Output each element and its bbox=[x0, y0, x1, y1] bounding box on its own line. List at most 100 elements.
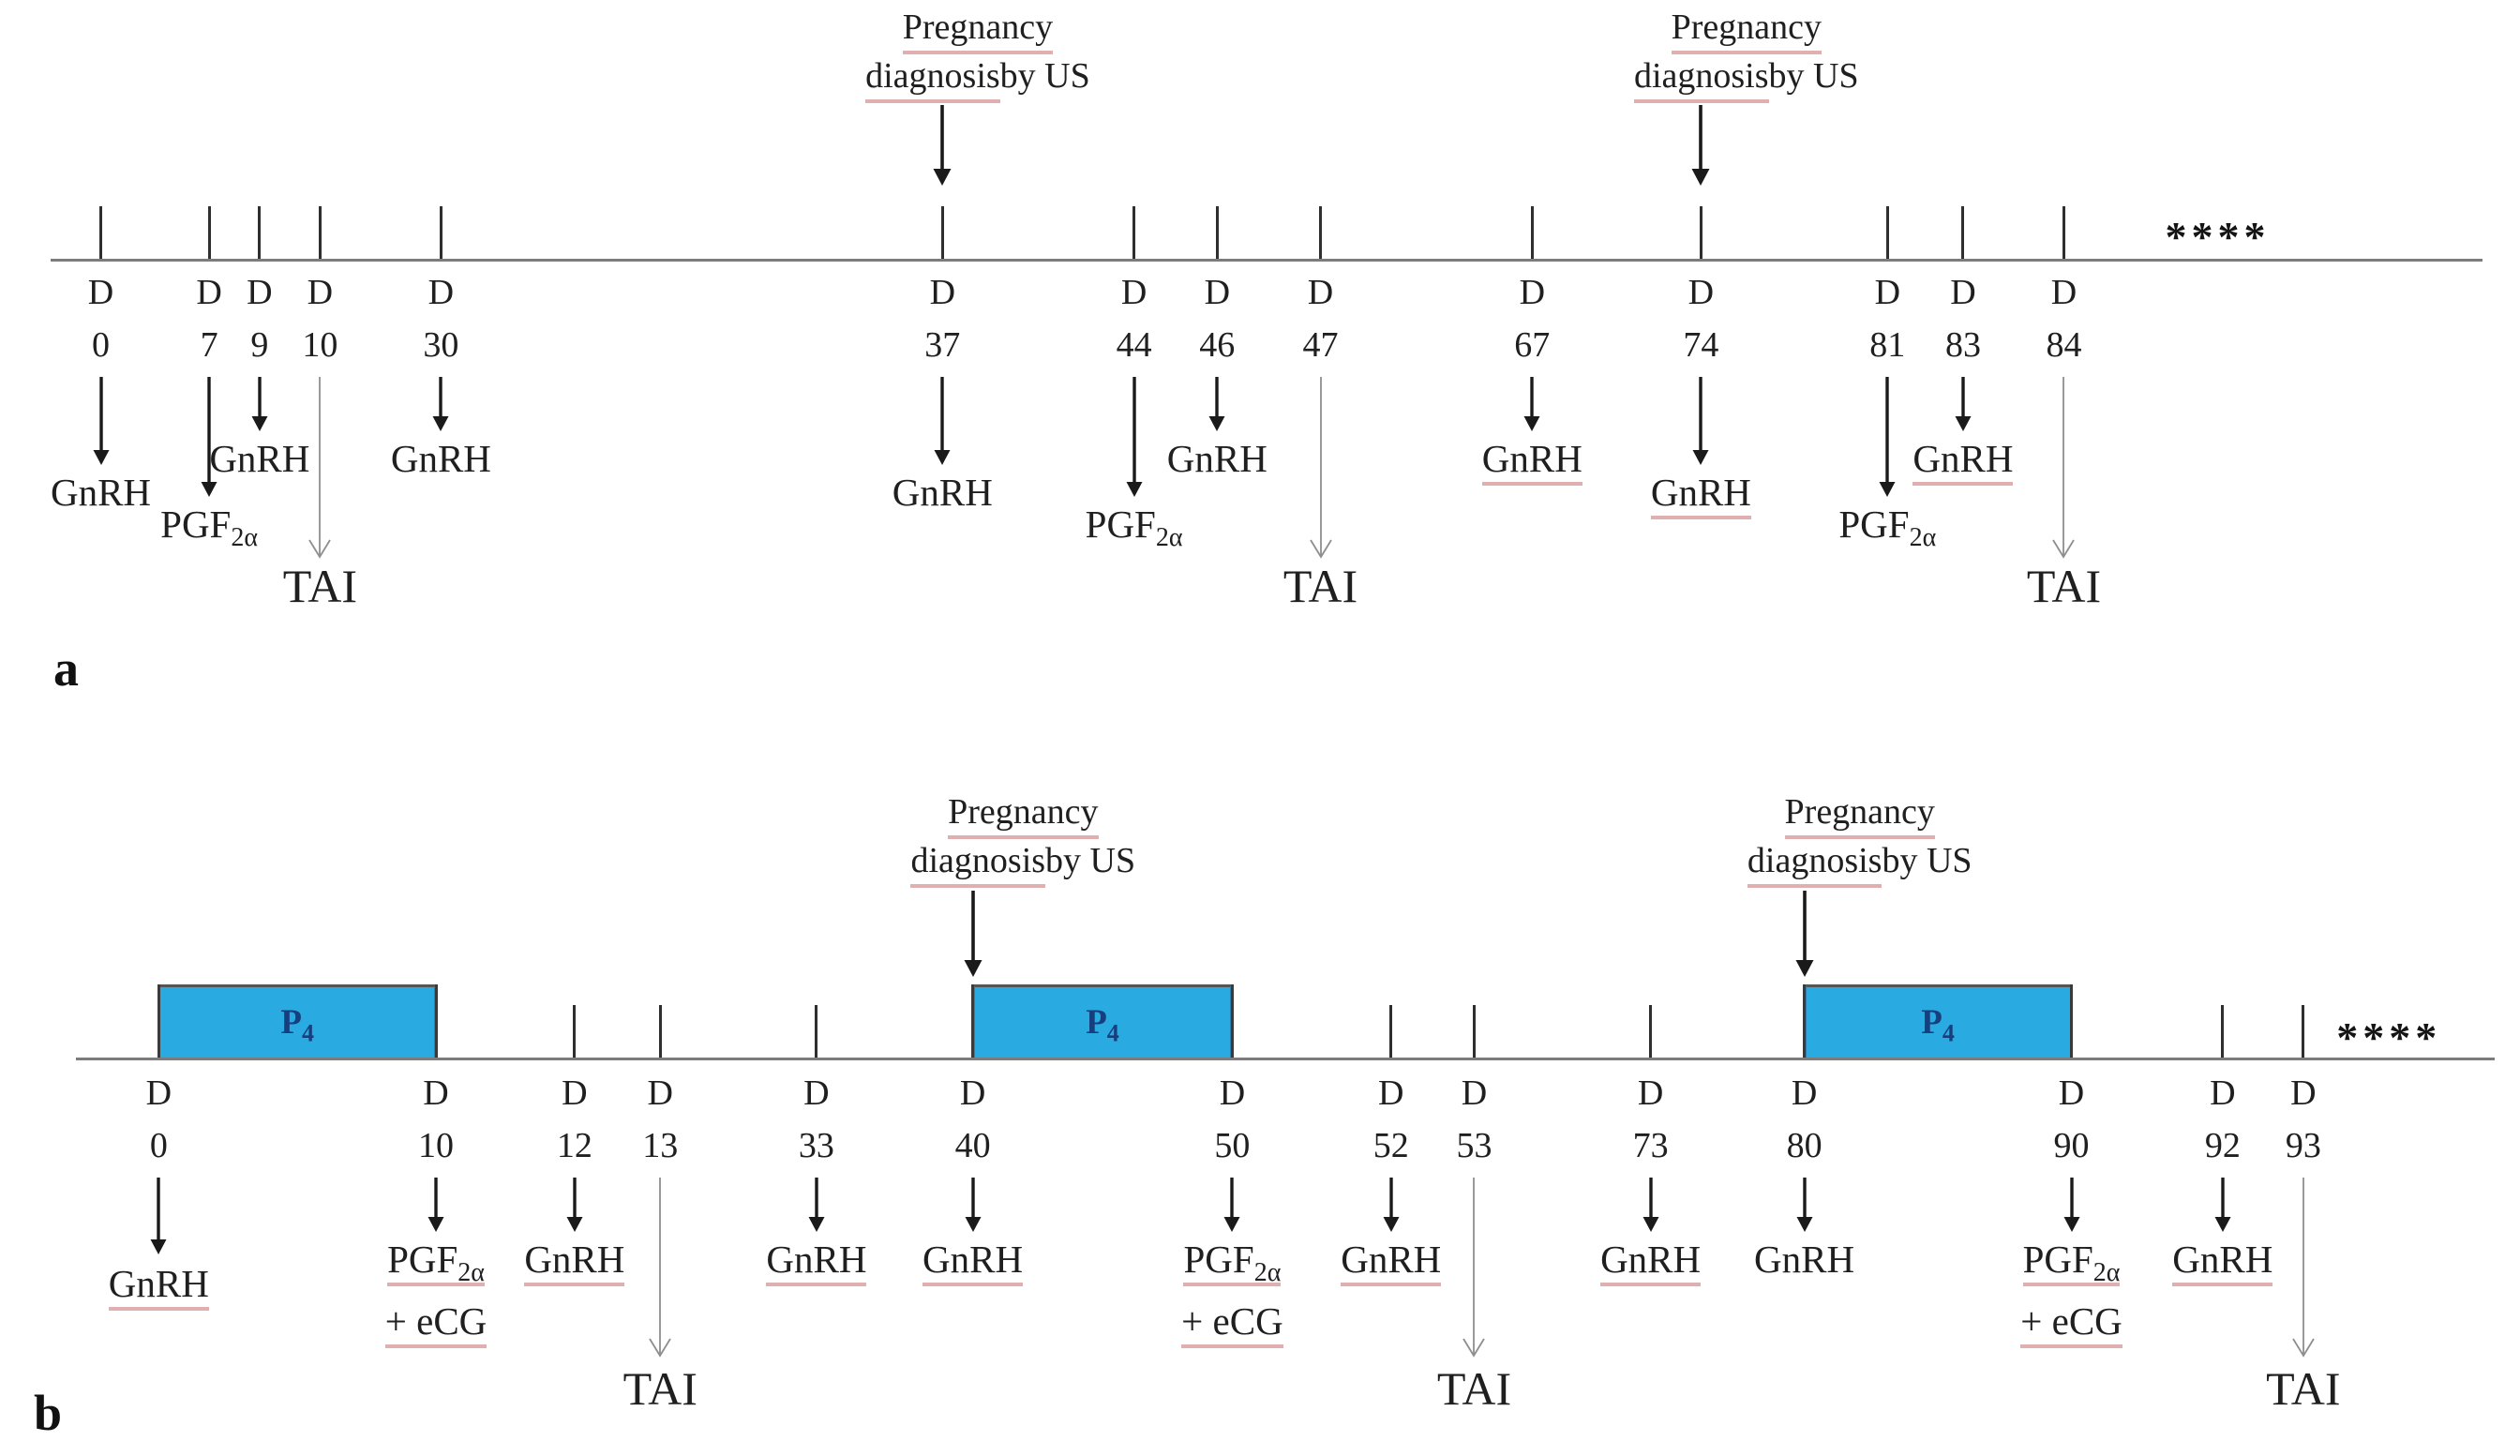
tick-day-7 bbox=[207, 206, 211, 259]
arrow-pgf-d90 bbox=[2060, 1178, 2084, 1237]
day-number-67: 67 bbox=[1514, 325, 1551, 365]
treatment-gnrh-d80: GnRH bbox=[1754, 1238, 1855, 1281]
day-number-47: 47 bbox=[1302, 325, 1339, 365]
day-letter-d0: D bbox=[145, 1073, 172, 1113]
tick-day-84 bbox=[2062, 206, 2065, 259]
tick-day-74 bbox=[1699, 206, 1702, 259]
day-letter-d81: D bbox=[1874, 273, 1901, 312]
day-letter-d47: D bbox=[1307, 273, 1334, 312]
day-letter-d90: D bbox=[2058, 1073, 2085, 1113]
day-number-10: 10 bbox=[302, 325, 338, 365]
treatment-gnrh-d33: GnRH bbox=[648, 1238, 985, 1286]
arrow-tai-d84 bbox=[2049, 377, 2078, 563]
day-number-52: 52 bbox=[1372, 1126, 1409, 1165]
tick-day-53 bbox=[1472, 1005, 1476, 1058]
panel-a-label: a bbox=[53, 640, 79, 697]
treatment-pgf-d81: PGF2α bbox=[1838, 503, 1937, 553]
day-letter-d80: D bbox=[1791, 1073, 1818, 1113]
arrow-gnrh-d33 bbox=[804, 1178, 829, 1237]
day-letter-d10: D bbox=[307, 273, 334, 312]
day-number-80: 80 bbox=[1786, 1126, 1822, 1165]
treatment-pgf-d44: PGF2α bbox=[1085, 503, 1183, 553]
day-number-30: 30 bbox=[423, 325, 459, 365]
day-letter-d93: D bbox=[2290, 1073, 2317, 1113]
treatment-tai-d53: TAI bbox=[1436, 1362, 1512, 1415]
day-letter-d13: D bbox=[647, 1073, 673, 1113]
day-number-83: 83 bbox=[1944, 325, 1981, 365]
arrow-tai-d10 bbox=[306, 377, 334, 563]
p4-bar-edge-tick bbox=[157, 984, 160, 1058]
tick-day-92 bbox=[2221, 1005, 2225, 1058]
day-number-90: 90 bbox=[2053, 1126, 2090, 1165]
treatment-tai-d13: TAI bbox=[622, 1362, 698, 1415]
day-number-9: 9 bbox=[250, 325, 269, 365]
tick-day-33 bbox=[815, 1005, 818, 1058]
treatment-gnrh-d92: GnRH bbox=[2054, 1238, 2392, 1286]
panel-b-label: b bbox=[34, 1385, 63, 1441]
treatment-gnrh-d9: GnRH bbox=[209, 437, 310, 480]
day-number-84: 84 bbox=[2046, 325, 2082, 365]
tick-day-30 bbox=[439, 206, 442, 259]
pregnancy-diagnosis-arrow-1 bbox=[930, 105, 954, 190]
treatment-gnrh-d37: GnRH bbox=[892, 471, 993, 514]
arrow-gnrh-d80 bbox=[1792, 1178, 1817, 1237]
tick-day-37 bbox=[940, 206, 944, 259]
day-number-13: 13 bbox=[642, 1126, 679, 1165]
p4-bar-label: P4 bbox=[280, 1003, 314, 1047]
truncation-asterisks-a: **** bbox=[2165, 213, 2271, 261]
arrow-tai-d47 bbox=[1307, 377, 1335, 563]
arrow-gnrh-d37 bbox=[930, 377, 954, 470]
day-letter-d10: D bbox=[423, 1073, 449, 1113]
day-number-33: 33 bbox=[798, 1126, 834, 1165]
treatment-pgf-d10: PGF2α+ eCG bbox=[267, 1238, 605, 1348]
treatment-gnrh-d83: GnRH bbox=[1794, 437, 2132, 486]
treatment-pgf-d7: PGF2α bbox=[160, 503, 259, 553]
p4-bar-edge-tick bbox=[1803, 984, 1807, 1058]
treatment-gnrh-d0: GnRH bbox=[50, 471, 152, 514]
treatment-tai-d10: TAI bbox=[282, 560, 358, 612]
day-number-0: 0 bbox=[92, 325, 111, 365]
arrow-pgf-d10 bbox=[424, 1178, 448, 1237]
p4-progesterone-bar-1: P4 bbox=[158, 984, 437, 1058]
tick-day-9 bbox=[258, 206, 262, 259]
p4-progesterone-bar-2: P4 bbox=[972, 984, 1233, 1058]
day-letter-d46: D bbox=[1204, 273, 1231, 312]
day-number-7: 7 bbox=[200, 325, 218, 365]
arrow-pgf-d7 bbox=[197, 377, 221, 502]
tick-day-46 bbox=[1215, 206, 1219, 259]
arrow-tai-d13 bbox=[646, 1178, 674, 1362]
treatment-pgf-d90: PGF2α+ eCG bbox=[1903, 1238, 2241, 1348]
arrow-gnrh-d12 bbox=[562, 1178, 587, 1237]
day-number-93: 93 bbox=[2285, 1126, 2321, 1165]
tick-day-47 bbox=[1319, 206, 1322, 259]
tick-day-73 bbox=[1649, 1005, 1653, 1058]
day-number-46: 46 bbox=[1199, 325, 1236, 365]
arrow-gnrh-d67 bbox=[1520, 377, 1544, 436]
day-letter-d7: D bbox=[196, 273, 222, 312]
day-number-40: 40 bbox=[954, 1126, 991, 1165]
treatment-pgf-d50: PGF2α+ eCG bbox=[1063, 1238, 1401, 1348]
tick-day-83 bbox=[1961, 206, 1965, 259]
treatment-tai-d84: TAI bbox=[2026, 560, 2102, 612]
treatment-gnrh-d52: GnRH bbox=[1222, 1238, 1560, 1286]
day-number-44: 44 bbox=[1116, 325, 1152, 365]
p4-bar-label: P4 bbox=[1086, 1003, 1119, 1047]
tick-day-93 bbox=[2302, 1005, 2305, 1058]
day-number-53: 53 bbox=[1456, 1126, 1492, 1165]
arrow-gnrh-d92 bbox=[2211, 1178, 2235, 1237]
day-letter-d37: D bbox=[929, 273, 956, 312]
arrow-pgf-d44 bbox=[1122, 377, 1147, 502]
day-letter-d73: D bbox=[1637, 1073, 1664, 1113]
p4-progesterone-bar-3: P4 bbox=[1804, 984, 2072, 1058]
truncation-asterisks-b: **** bbox=[2336, 1013, 2442, 1061]
treatment-gnrh-d30: GnRH bbox=[390, 437, 491, 480]
day-letter-d67: D bbox=[1519, 273, 1546, 312]
day-letter-d52: D bbox=[1378, 1073, 1404, 1113]
arrow-gnrh-d0 bbox=[89, 377, 113, 470]
arrow-gnrh-d30 bbox=[428, 377, 453, 436]
day-letter-d53: D bbox=[1461, 1073, 1488, 1113]
day-letter-d30: D bbox=[428, 273, 455, 312]
